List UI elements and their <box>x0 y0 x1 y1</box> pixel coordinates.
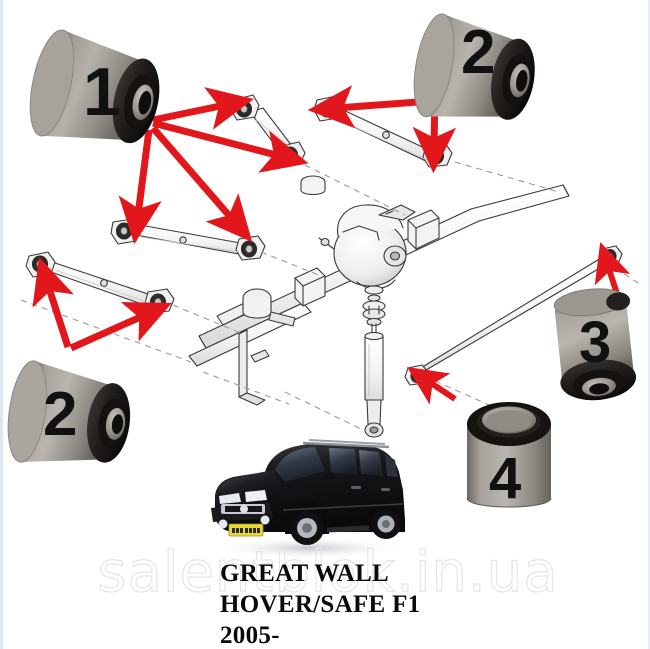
arrow-b2bottom-to-arm-up <box>32 257 74 349</box>
rear-suspension-bushing-2-top: 2 <box>409 0 557 152</box>
chassis-rail <box>216 297 270 406</box>
differential-housing <box>318 204 416 290</box>
rear-suspension-bushing-1: 1 <box>25 14 183 172</box>
axle-bracket-left <box>294 267 326 307</box>
caption-line-model: HOVER/SAFE F1 <box>220 591 421 618</box>
vehicle-caption: GREAT WALL HOVER/SAFE F1 2005- <box>220 558 420 649</box>
arrow-b1-to-upper-arm-left <box>152 87 254 130</box>
arrow-b2bottom-to-arm-right <box>69 302 172 352</box>
arrow-b1-to-lower-arm-left <box>118 129 162 245</box>
arrow-b4-to-panhard-lower <box>407 367 457 405</box>
arrow-b1-to-lower-arm-right <box>150 125 253 243</box>
caption-line-make: GREAT WALL <box>220 560 390 587</box>
shock-absorber <box>362 285 386 438</box>
callout-arrows <box>3 0 648 649</box>
rear-suspension-bushing-2-bottom: 2 <box>5 352 157 484</box>
spring-seat <box>242 288 296 327</box>
rear-suspension-bushing-4: 4 <box>455 392 563 522</box>
bump-stop <box>300 175 326 196</box>
axle-bracket-right <box>407 209 440 250</box>
great-wall-hover-safe-f1-suv <box>199 424 419 560</box>
arrow-b1-to-upper-arm-right <box>152 119 309 173</box>
caption-line-year: 2005- <box>220 622 280 649</box>
